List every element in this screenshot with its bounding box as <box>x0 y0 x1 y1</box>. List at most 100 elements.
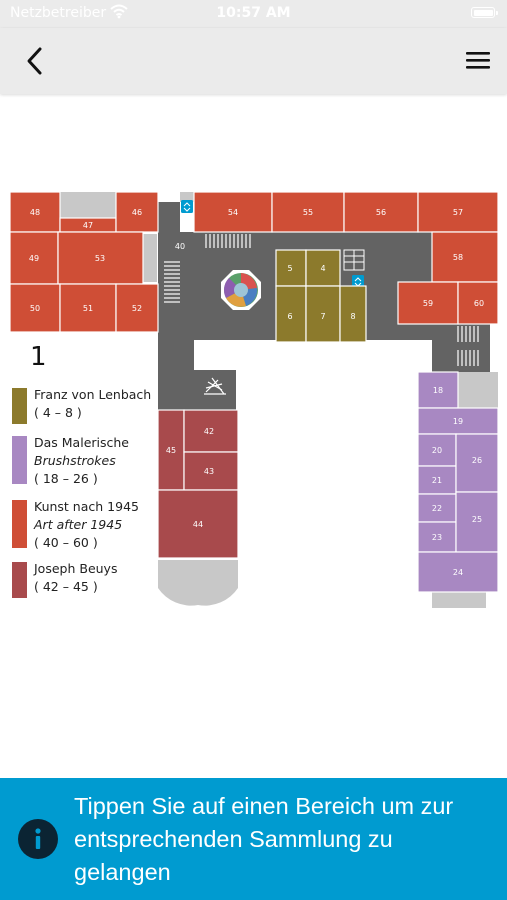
room-number: 45 <box>166 446 176 455</box>
room-50[interactable] <box>9 283 61 333</box>
structure-right <box>458 372 498 408</box>
room-53[interactable] <box>57 231 144 285</box>
room-number: 8 <box>350 312 355 321</box>
room-number: 46 <box>132 208 142 217</box>
room-number: 52 <box>132 304 142 313</box>
carrier-label: Netzbetreiber <box>10 5 107 21</box>
room-number: 23 <box>432 533 442 542</box>
hamburger-menu-icon <box>466 52 490 69</box>
corridor-right-link <box>366 324 432 340</box>
clock: 10:57 AM <box>216 5 291 21</box>
room-number: 58 <box>453 253 463 262</box>
room-58[interactable] <box>431 231 499 283</box>
legend-swatch <box>12 562 27 598</box>
room-44[interactable] <box>157 489 239 559</box>
room-24[interactable] <box>417 551 499 593</box>
staircase-top <box>205 234 251 248</box>
room-number: 49 <box>29 254 39 263</box>
room-number: 6 <box>287 312 292 321</box>
battery-icon <box>471 7 498 18</box>
apse <box>158 560 238 606</box>
room-number: 60 <box>474 299 484 308</box>
structure-left <box>143 234 157 282</box>
info-banner[interactable]: Tippen Sie auf einen Bereich um zur ents… <box>0 778 507 900</box>
room-number: 42 <box>204 427 214 436</box>
nav-bar <box>0 28 507 94</box>
room-21[interactable] <box>417 465 457 495</box>
legend-range: ( 40 – 60 ) <box>34 535 98 550</box>
room-number: 21 <box>432 476 442 485</box>
menu-button[interactable] <box>463 46 493 76</box>
legend-text: Kunst nach 1945 Art after 1945 ( 40 – 60… <box>34 498 139 552</box>
room-19[interactable] <box>417 407 499 435</box>
room-number: 22 <box>432 504 442 513</box>
room-number: 25 <box>472 515 482 524</box>
room-number: 57 <box>453 208 463 217</box>
room-number: 43 <box>204 467 214 476</box>
staircase-left <box>164 261 180 303</box>
room-number: 48 <box>30 208 40 217</box>
room-number: 20 <box>432 446 442 455</box>
room-number: 7 <box>320 312 325 321</box>
room-6[interactable] <box>275 285 307 343</box>
legend-swatch <box>12 436 27 484</box>
legend-label: Franz von Lenbach <box>34 387 152 402</box>
elevator-icon <box>181 200 193 213</box>
structure-top <box>60 192 116 218</box>
legend-label-en: Brushstrokes <box>34 453 116 468</box>
room-43[interactable] <box>183 451 239 491</box>
chevron-left-icon <box>27 47 42 75</box>
room-number: 26 <box>472 456 482 465</box>
corridor-right-short <box>418 232 432 282</box>
room-52[interactable] <box>115 283 159 333</box>
legend-text: Franz von Lenbach ( 4 – 8 ) <box>34 386 151 422</box>
room-22[interactable] <box>417 493 457 523</box>
room-51[interactable] <box>59 283 117 333</box>
legend-label: Kunst nach 1945 <box>34 499 139 514</box>
corridor-left-vertical <box>158 202 180 410</box>
room-number: 18 <box>433 386 443 395</box>
legend-text: Joseph Beuys ( 42 – 45 ) <box>34 560 117 596</box>
room-number: 24 <box>453 568 463 577</box>
legend-swatch <box>12 500 27 548</box>
legend-range: ( 18 – 26 ) <box>34 471 98 486</box>
room-number: 53 <box>95 254 105 263</box>
room-54[interactable] <box>193 191 273 233</box>
legend-label: Das Malerische <box>34 435 129 450</box>
legend-label-en: Art after 1945 <box>34 517 123 532</box>
wifi-icon <box>110 4 128 19</box>
info-text: Tippen Sie auf einen Bereich um zur ents… <box>74 793 454 885</box>
room-60[interactable] <box>457 281 499 325</box>
room-42[interactable] <box>183 409 239 453</box>
legend-label: Joseph Beuys <box>34 561 118 576</box>
back-button[interactable] <box>18 44 52 78</box>
structure-small <box>180 192 194 202</box>
legend-text: Das Malerische Brushstrokes ( 18 – 26 ) <box>34 434 129 488</box>
room-25[interactable] <box>455 491 499 553</box>
room-number: 47 <box>83 221 93 230</box>
room-49[interactable] <box>9 231 59 285</box>
room-number: 5 <box>287 264 292 273</box>
room-8[interactable] <box>339 285 367 343</box>
legend-swatch <box>12 388 27 424</box>
status-bar: Netzbetreiber 10:57 AM <box>0 0 507 28</box>
room-number: 40 <box>175 242 185 251</box>
staircase-center <box>343 249 365 271</box>
room-number: 54 <box>228 208 238 217</box>
room-number: 4 <box>320 264 325 273</box>
structure-bottom-right <box>432 592 486 608</box>
room-7[interactable] <box>305 285 341 343</box>
room-number: 51 <box>83 304 93 313</box>
corridor-stair-left <box>186 370 236 410</box>
room-number: 55 <box>303 208 313 217</box>
legend-range: ( 42 – 45 ) <box>34 579 98 594</box>
room-4[interactable] <box>305 249 341 287</box>
room-number: 19 <box>453 417 463 426</box>
room-number: 56 <box>376 208 386 217</box>
corridor-stair-right <box>432 324 490 372</box>
room-number: 59 <box>423 299 433 308</box>
floor-number: 1 <box>30 342 47 372</box>
room-55[interactable] <box>271 191 345 233</box>
room-26[interactable] <box>455 433 499 493</box>
spiral-staircase <box>204 377 226 395</box>
